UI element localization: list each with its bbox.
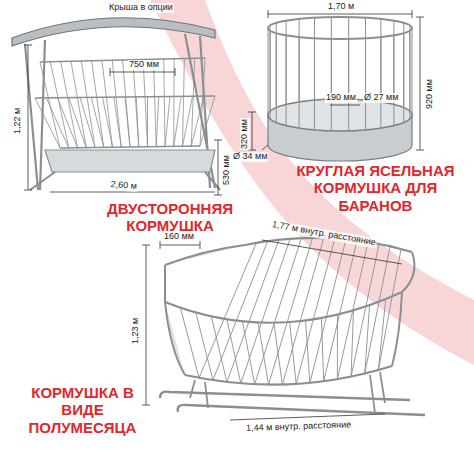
ring-bar — [393, 21, 394, 105]
title-label: КРУГЛАЯ ЯСЕЛЬНАЯ КОРМУШКА ДЛЯ БАРАНОВ — [283, 162, 468, 214]
crescent-bar — [196, 312, 213, 380]
crescent-bar — [306, 320, 310, 382]
ring-bar — [409, 25, 410, 111]
ring-bar — [270, 25, 271, 111]
crescent-bar — [337, 315, 338, 380]
rack-bar — [200, 96, 215, 146]
crescent-bar — [337, 242, 368, 379]
ring-bar — [314, 18, 315, 100]
rack-bar — [103, 97, 113, 147]
rack-bar — [165, 97, 170, 147]
rack-bar — [92, 61, 104, 148]
rack-bar — [174, 96, 182, 146]
crescent-bar — [321, 318, 323, 381]
dimension-label: 750 мм — [128, 60, 160, 70]
title-label: КОРМУШКА В ВИДЕ ПОЛУМЕСЯЦА — [10, 384, 155, 436]
ring-bar — [276, 23, 277, 108]
rack-bar — [133, 60, 139, 147]
crescent-bar — [282, 238, 323, 384]
rack-bar — [112, 60, 121, 147]
rack-bar — [35, 98, 60, 148]
dimension-label: Ø 34 мм — [232, 152, 268, 162]
crescent-bar — [241, 239, 290, 384]
dimension-label: 160 мм — [163, 232, 195, 242]
crescent-bar — [365, 246, 390, 373]
round-feeder — [268, 17, 412, 161]
crescent-bar — [258, 322, 268, 384]
ring-bar — [412, 28, 413, 115]
rack-bar — [183, 96, 193, 146]
ring-bar — [299, 19, 300, 102]
crescent-bar — [227, 240, 279, 382]
ring-bar — [331, 17, 332, 99]
dimension-label: 530 мм — [222, 154, 232, 186]
dimension-label: Ø 27 мм — [363, 93, 399, 103]
dimension-label: 1,23 м — [131, 317, 141, 345]
rack-bar — [125, 97, 130, 147]
title-label: ДВУСТОРОННЯЯ КОРМУШКА — [95, 200, 245, 235]
ring-bar — [286, 21, 287, 105]
dimension-label: 1,22 м — [13, 107, 23, 135]
crescent-bar — [227, 319, 241, 383]
rack-bar — [50, 62, 68, 148]
crescent-bar — [290, 322, 296, 384]
rack-bar — [40, 62, 60, 148]
rack-bar — [69, 98, 87, 148]
rack-bar — [147, 97, 148, 147]
rack-bar — [143, 60, 147, 147]
crescent-bar — [324, 241, 357, 382]
double-feeder — [12, 18, 220, 190]
crescent-bar — [242, 321, 254, 384]
rack-bar — [102, 61, 113, 148]
ring-bar — [348, 17, 349, 99]
crescent-feeder — [160, 238, 425, 415]
rack-bar — [46, 98, 69, 148]
dimension-label: 2,60 м — [109, 180, 138, 192]
dimension-label: 1,77 м внутр. расстояние — [270, 220, 377, 248]
rack-bar — [91, 97, 104, 147]
crescent-bar — [378, 249, 401, 370]
dimension-label: 320 мм — [240, 118, 250, 150]
rack-bar — [123, 60, 131, 147]
ring-bar — [380, 19, 381, 102]
note-label: Крыша в опции — [108, 3, 174, 13]
dimension-lines — [24, 10, 424, 420]
dimension-label: 1,44 м внутр. расстояние — [245, 420, 352, 434]
rack-bar — [114, 97, 122, 147]
crescent-bar — [269, 238, 313, 385]
dimension-label: 190 мм — [325, 93, 357, 103]
crescent-bar — [211, 316, 227, 382]
rack-bar — [58, 98, 78, 148]
crescent-bar — [351, 244, 379, 377]
dimension-label: 920 мм — [425, 78, 435, 110]
ring-bar — [403, 23, 404, 108]
ring-bar — [365, 18, 366, 100]
ring-bar — [268, 28, 269, 115]
crescent-bar — [180, 308, 199, 378]
rack-bar — [156, 97, 159, 147]
rack-bar — [136, 97, 139, 147]
pink-band — [150, 0, 474, 365]
rack-bar — [71, 61, 86, 147]
crescent-bar — [274, 323, 282, 385]
rack-bar — [61, 62, 78, 148]
dimension-label: 1,70 м — [327, 2, 355, 12]
crescent-bar — [255, 238, 302, 384]
rack-bar — [183, 59, 185, 147]
